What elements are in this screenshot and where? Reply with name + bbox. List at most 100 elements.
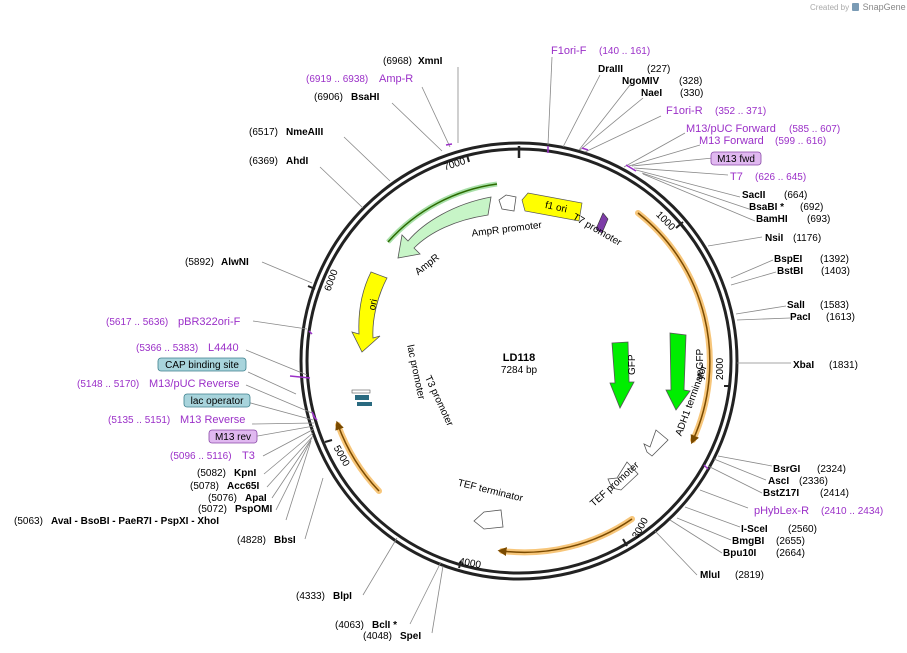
svg-text:Amp-R: Amp-R (379, 73, 413, 85)
ampr-promoter-arrow (498, 194, 517, 212)
feature-arrows (351, 192, 691, 530)
svg-text:lac operator: lac operator (191, 396, 244, 407)
site-paci: PacI(1613) (790, 312, 855, 323)
svg-text:AhdI: AhdI (286, 156, 308, 167)
svg-text:(1176): (1176) (793, 233, 821, 244)
boxed-labels: M13 fwd CAP binding site lac operator M1… (157, 151, 762, 444)
svg-text:(4048): (4048) (363, 631, 392, 642)
site-draiii: DraIII(227) (598, 64, 670, 75)
restriction-sites-right: DraIII(227) NgoMIV(328) NaeI(330) SacII(… (598, 64, 858, 581)
svg-text:AscI: AscI (768, 476, 789, 487)
site-ava-group: AvaI - BsoBI - PaeR7I - PspXI - XhoI (506… (14, 516, 219, 527)
box-lac-operator: lac operator (183, 393, 251, 408)
primer-marks (289, 143, 709, 470)
primer-m13-forward: M13 Forward (599 .. 616) (699, 135, 826, 147)
primer-t3: T3 (5096 .. 5116) (170, 450, 255, 462)
svg-text:(227): (227) (647, 64, 670, 75)
svg-text:PspOMI: PspOMI (235, 504, 272, 515)
svg-text:(2819): (2819) (735, 570, 764, 581)
svg-text:(6968): (6968) (383, 56, 412, 67)
f1-ori-arrow (521, 192, 583, 222)
svg-text:(5135 .. 5151): (5135 .. 5151) (108, 415, 170, 426)
svg-text:(330): (330) (680, 88, 703, 99)
svg-text:Acc65I: Acc65I (227, 481, 259, 492)
credit-prefix: Created by (810, 3, 850, 12)
primer-f1ori-f: F1ori-F(140 .. 161) (551, 45, 650, 57)
plasmid-length: 7284 bp (501, 365, 538, 376)
svg-text:SacII: SacII (742, 190, 766, 201)
svg-text:(5078): (5078) (190, 481, 219, 492)
snapgene-logo-icon (852, 3, 860, 11)
feature-f1-ori: f1 ori (544, 200, 568, 215)
site-xmni: XmnI (6968) (383, 56, 443, 67)
feature-ori: ori (367, 298, 380, 311)
primer-f1ori-r: F1ori-R(352 .. 371) (666, 105, 766, 117)
svg-text:(599 .. 616): (599 .. 616) (775, 136, 826, 147)
feature-t7-promoter: T7 promoter (570, 212, 623, 249)
svg-text:pHybLex-R: pHybLex-R (754, 505, 809, 517)
site-bamhi: BamHI(693) (756, 214, 830, 225)
site-sacii: SacII(664) (742, 190, 807, 201)
svg-text:M13 fwd: M13 fwd (717, 154, 755, 165)
svg-text:(2664): (2664) (776, 548, 805, 559)
primer-m13-reverse: M13 Reverse(5135 .. 5151) (108, 414, 245, 426)
orange-feature-arcs (335, 181, 713, 556)
svg-text:M13 rev: M13 rev (215, 432, 251, 443)
gfp-arrow (609, 341, 635, 409)
svg-text:BstBI: BstBI (777, 266, 803, 277)
arc-ampr-outer-line (387, 183, 498, 243)
site-alwni: AlwNI(5892) (185, 257, 249, 268)
svg-text:(585 .. 607): (585 .. 607) (789, 124, 840, 135)
site-bpu10i: Bpu10I(2664) (723, 548, 805, 559)
svg-text:(5063): (5063) (14, 516, 43, 527)
site-ngomiv: NgoMIV(328) (622, 76, 702, 87)
site-kpni: KpnI(5082) (197, 468, 256, 479)
tick-5000 (324, 439, 333, 443)
svg-text:(6906): (6906) (314, 92, 343, 103)
svg-text:(1613): (1613) (826, 312, 855, 323)
svg-text:M13 Forward: M13 Forward (699, 135, 764, 147)
svg-text:NgoMIV: NgoMIV (622, 76, 660, 87)
svg-text:KpnI: KpnI (234, 468, 256, 479)
svg-text:(5366 .. 5383): (5366 .. 5383) (136, 343, 198, 354)
site-asci: AscI (2336) (768, 476, 828, 487)
site-bspei: BspEI(1392) (774, 254, 849, 265)
svg-text:(693): (693) (807, 214, 830, 225)
feature-labels: f1 ori T7 promoter AmpR promoter AmpR or… (367, 200, 710, 509)
backbone (299, 141, 739, 581)
svg-text:T7: T7 (730, 171, 743, 183)
svg-text:T3: T3 (242, 450, 255, 462)
svg-text:BspEI: BspEI (774, 254, 803, 265)
site-bsabi: BsaBI *(692) (749, 202, 823, 213)
svg-text:AlwNI: AlwNI (221, 257, 249, 268)
tick-6000 (307, 285, 316, 290)
site-xbai: XbaI(1831) (793, 360, 858, 371)
svg-text:(692): (692) (800, 202, 823, 213)
svg-text:AvaI - BsoBI - PaeR7I - PspXI: AvaI - BsoBI - PaeR7I - PspXI - XhoI (51, 516, 219, 527)
tef-promoter-arrow (607, 461, 639, 491)
primer-amp-r: Amp-R (6919 .. 6938) (306, 73, 413, 85)
svg-text:L4440: L4440 (208, 342, 239, 354)
svg-text:(6919 .. 6938): (6919 .. 6938) (306, 74, 368, 85)
site-apai: ApaI(5076) (208, 493, 267, 504)
svg-text:BstZ17I: BstZ17I (763, 488, 799, 499)
svg-text:(2414): (2414) (820, 488, 849, 499)
svg-text:(5096 .. 5116): (5096 .. 5116) (170, 451, 232, 462)
site-i-scei: I-SceI(2560) (741, 524, 817, 535)
feature-lac-promoter: lac promoter (404, 344, 426, 401)
yegfp-arrow (665, 332, 691, 411)
tick-label-2000: 2000 (715, 357, 726, 380)
svg-text:MluI: MluI (700, 570, 720, 581)
site-acc65i: Acc65I (5078) (190, 481, 259, 492)
site-bstz17i: BstZ17I (2414) (763, 488, 849, 499)
svg-text:(4828): (4828) (237, 535, 266, 546)
site-mlui: MluI (2819) (700, 570, 764, 581)
primer-l4440: L4440 (5366 .. 5383) (136, 342, 239, 354)
box-m13-fwd: M13 fwd (710, 151, 762, 166)
svg-text:(2336): (2336) (799, 476, 828, 487)
primer-phyblex-r: pHybLex-R(2410 .. 2434) (754, 505, 883, 517)
site-bstbi: BstBI(1403) (777, 266, 850, 277)
svg-text:BclI *: BclI * (372, 620, 397, 631)
svg-text:XmnI: XmnI (418, 56, 443, 67)
